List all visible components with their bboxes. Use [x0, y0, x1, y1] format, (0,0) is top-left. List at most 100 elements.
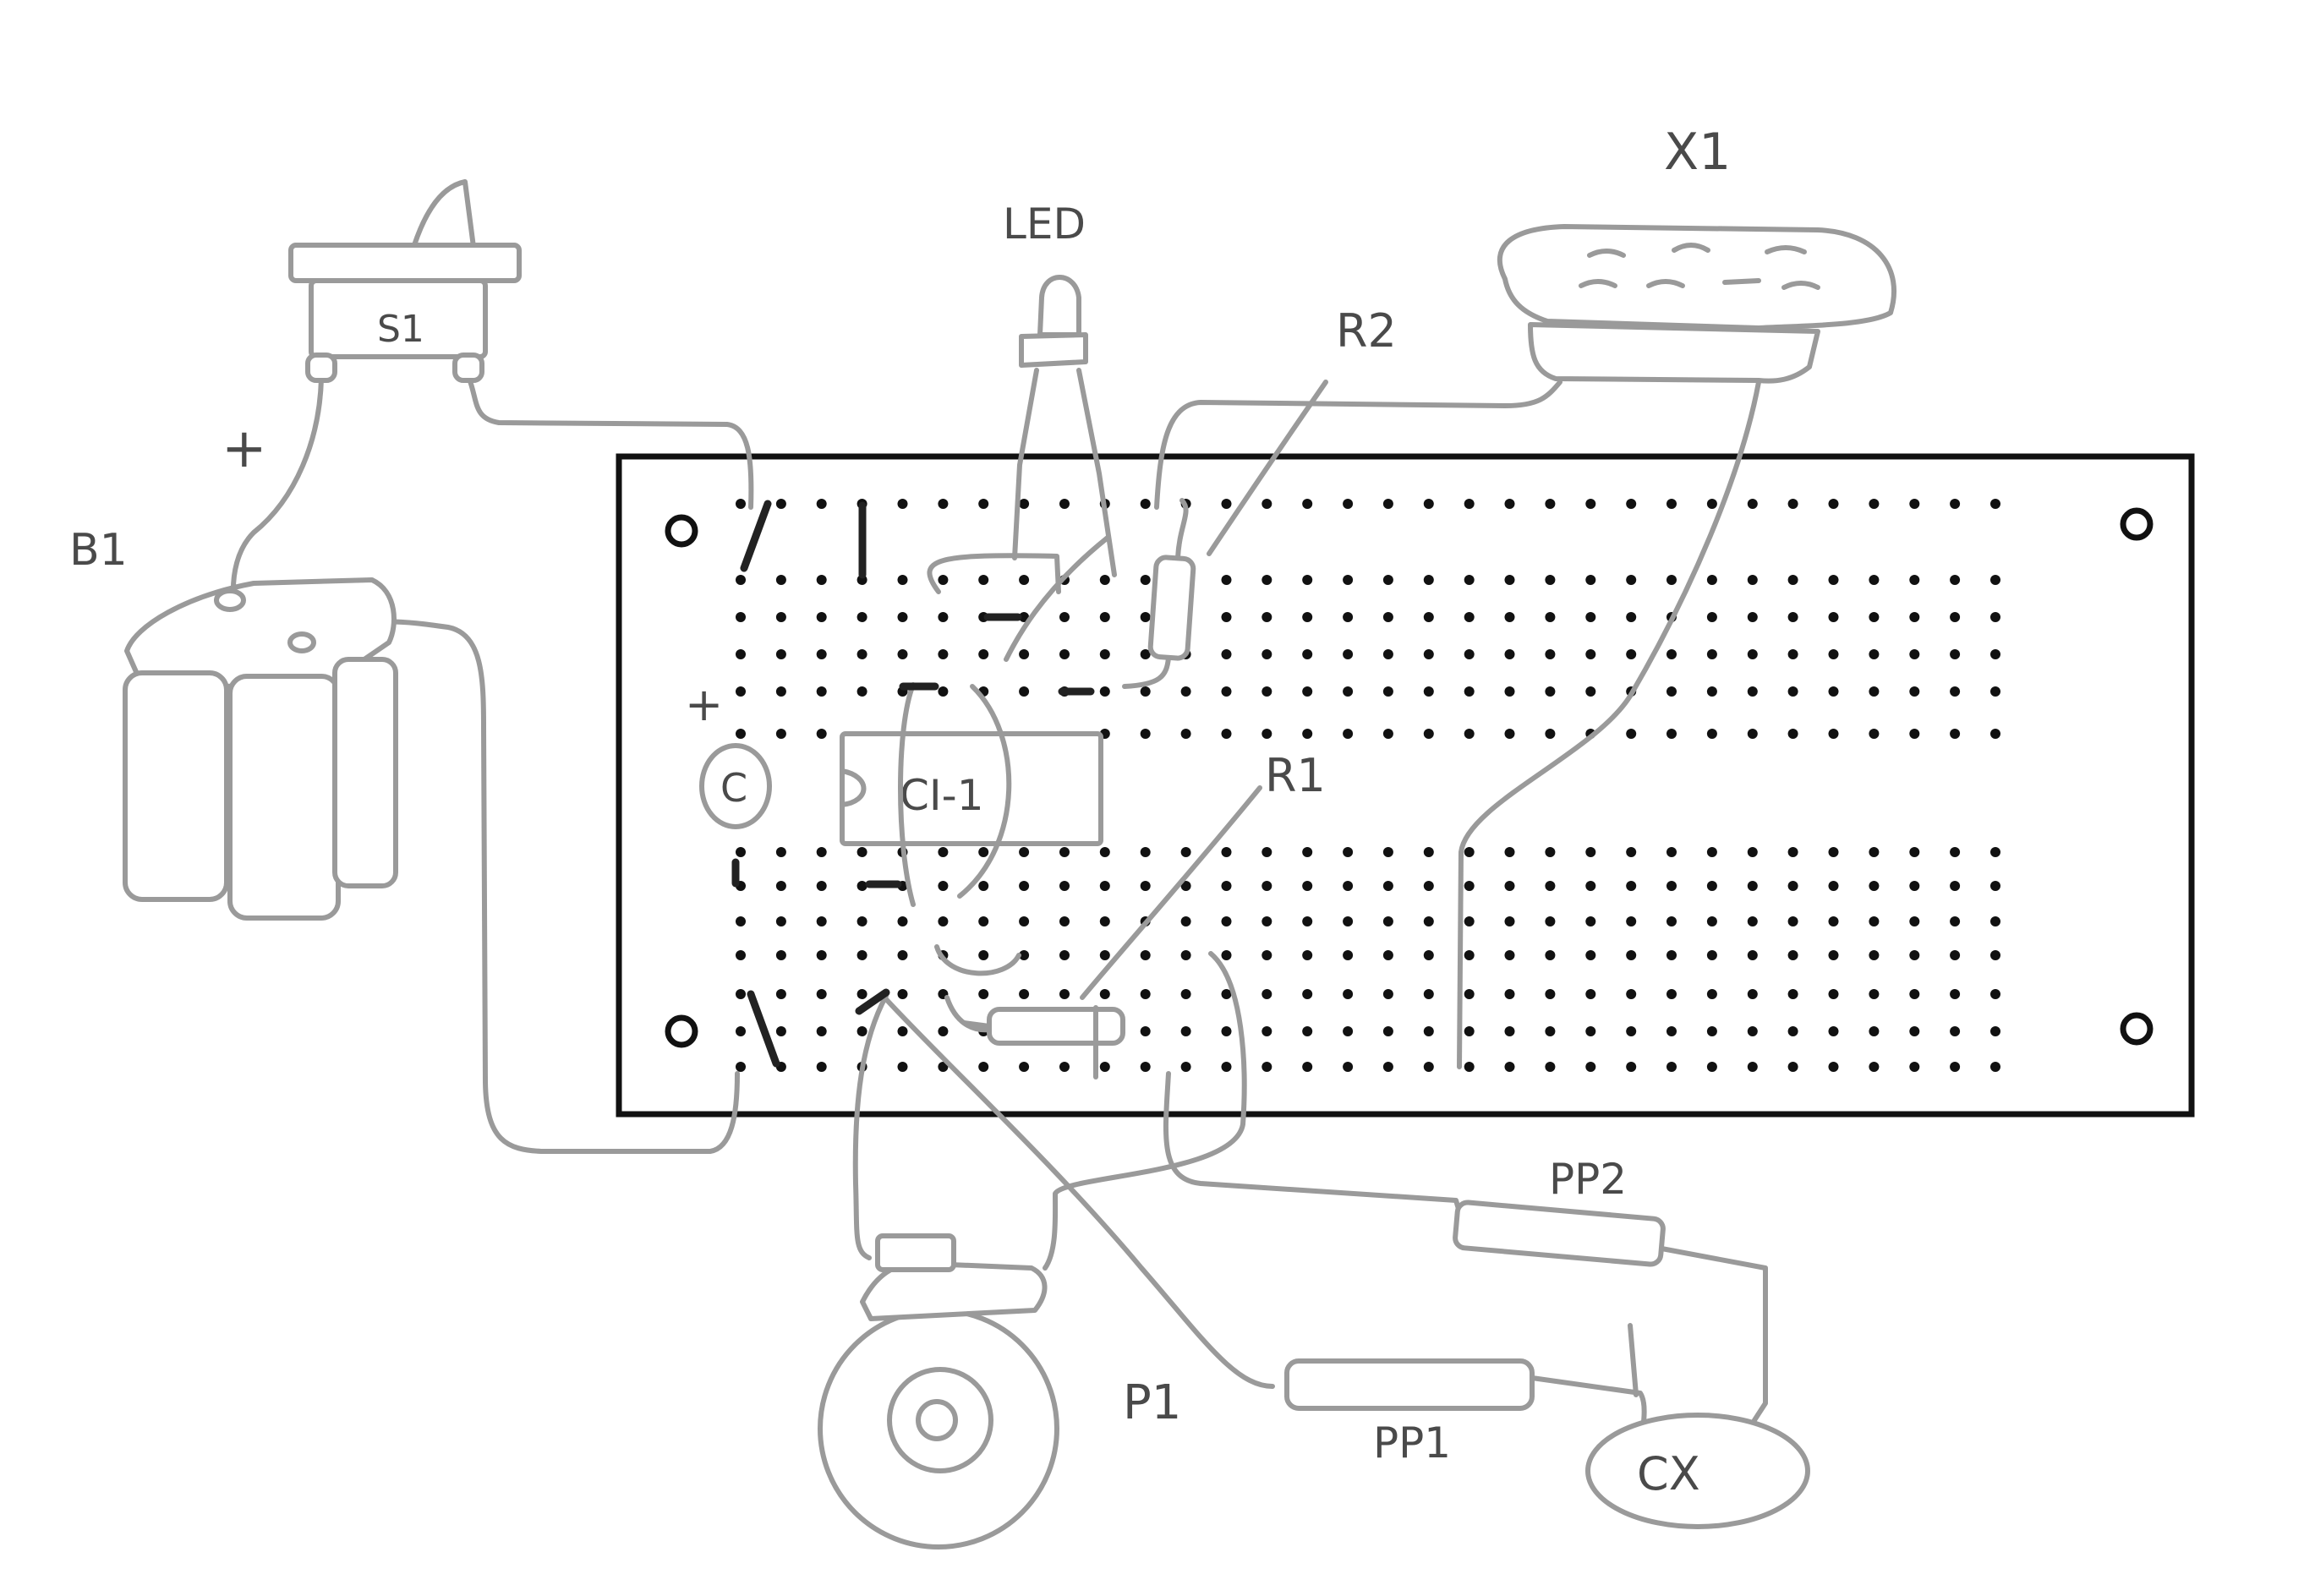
board-hole: [856, 1026, 867, 1036]
board-hole: [1221, 989, 1232, 999]
board-hole: [938, 881, 949, 891]
board-hole: [1545, 916, 1556, 926]
board-jumpers: [731, 500, 1095, 1068]
board-hole: [1261, 916, 1272, 926]
board-hole: [816, 881, 827, 891]
board-hole: [1504, 989, 1515, 999]
board-hole: [978, 950, 989, 960]
board-hole: [1423, 649, 1434, 659]
pp2-label: PP2: [1549, 1155, 1627, 1204]
board-hole: [1464, 1062, 1475, 1072]
board-hole: [1545, 881, 1556, 891]
wire-r2-leader: [1207, 380, 1328, 556]
crystal-x1: X1: [1497, 123, 1896, 384]
board-hole: [1423, 847, 1434, 857]
board-hole: [1869, 575, 1880, 585]
board-hole: [1990, 916, 2000, 926]
board-hole: [1221, 881, 1232, 891]
board-hole: [1787, 499, 1798, 509]
board-hole: [978, 847, 989, 857]
board-hole: [1545, 1026, 1556, 1036]
board-hole: [736, 649, 746, 659]
board-hole: [1261, 989, 1272, 999]
board-hole: [1787, 916, 1798, 926]
board-hole: [1747, 1062, 1758, 1072]
board-hole: [1990, 686, 2000, 697]
board-hole: [1423, 729, 1434, 739]
board-hole: [1747, 881, 1758, 891]
board-hole: [816, 649, 827, 659]
board-hole: [1059, 950, 1070, 960]
board-hole: [1464, 847, 1475, 857]
board-hole: [856, 916, 867, 926]
board-hole: [1909, 1026, 1920, 1036]
battery-label: B1: [69, 525, 128, 576]
board-hole: [1626, 881, 1637, 891]
board-hole: [1666, 649, 1677, 659]
board-hole: [1585, 649, 1596, 659]
board-hole: [1626, 612, 1637, 622]
board-hole: [1343, 916, 1354, 926]
board-hole: [1666, 916, 1677, 926]
board-hole: [1950, 729, 1961, 739]
board-hole: [1382, 916, 1393, 926]
board-hole: [1747, 686, 1758, 697]
board-hole: [1343, 499, 1354, 509]
board-hole: [1180, 1062, 1191, 1072]
board-hole: [1909, 916, 1920, 926]
board-hole: [1585, 916, 1596, 926]
pp1-label: PP1: [1373, 1418, 1451, 1468]
wire-pp2-to-right: [1655, 1245, 1768, 1423]
switch-label: S1: [377, 308, 424, 351]
board-hole: [1382, 1062, 1393, 1072]
board-hole: [1464, 649, 1475, 659]
board-hole: [1180, 989, 1191, 999]
board-hole: [1950, 989, 1961, 999]
board-hole: [1464, 612, 1475, 622]
board-hole: [1382, 1026, 1393, 1036]
r1-body: [987, 1007, 1125, 1046]
board-hole: [1221, 847, 1232, 857]
board-hole: [1019, 950, 1030, 960]
board-hole: [1059, 847, 1070, 857]
board-hole: [1221, 649, 1232, 659]
board-hole: [816, 1062, 827, 1072]
board-hole: [775, 950, 786, 960]
board-hole: [1059, 916, 1070, 926]
board-hole: [736, 950, 746, 960]
board-hole: [1019, 649, 1030, 659]
r2-lead-bottom: [1122, 655, 1171, 689]
resistor-r2: R2: [1122, 304, 1397, 689]
board-hole: [1706, 1026, 1717, 1036]
board-hole: [1545, 499, 1556, 509]
board-hole: [1221, 612, 1232, 622]
board-hole: [1180, 916, 1191, 926]
board-hole: [1828, 1026, 1839, 1036]
board-hole: [1343, 881, 1354, 891]
board-hole: [897, 612, 908, 622]
board-hole: [1585, 847, 1596, 857]
board-hole: [1950, 950, 1961, 960]
r1-label: R1: [1265, 749, 1326, 802]
board-hole: [1504, 575, 1515, 585]
board-hole: [1869, 499, 1880, 509]
board-hole: [1261, 729, 1272, 739]
board-hole: [1950, 575, 1961, 585]
board-hole: [1099, 847, 1110, 857]
wire-switch-to-battery: [230, 376, 324, 598]
board-hole: [1869, 1062, 1880, 1072]
board-hole: [775, 499, 786, 509]
board-hole: [1706, 950, 1717, 960]
board-hole: [897, 950, 908, 960]
board-hole: [1343, 686, 1354, 697]
board-hole: [736, 916, 746, 926]
board-hole: [1099, 1062, 1110, 1072]
board-hole: [1787, 881, 1798, 891]
pot-terminals: [860, 1260, 1048, 1321]
board-hole: [1423, 989, 1434, 999]
pot-lug: [875, 1233, 956, 1272]
board-hole: [856, 989, 867, 999]
board-hole: [1545, 612, 1556, 622]
board-hole: [1464, 1026, 1475, 1036]
board-hole: [856, 612, 867, 622]
